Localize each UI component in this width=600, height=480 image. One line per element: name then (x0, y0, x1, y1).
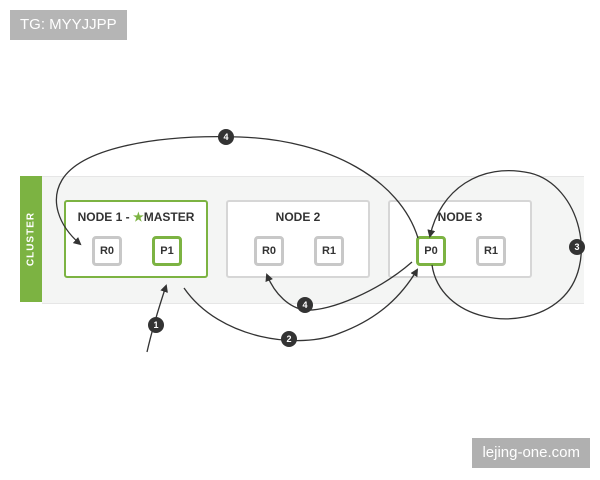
master-label: MASTER (143, 210, 195, 224)
step-label-2: 2 (286, 334, 291, 344)
node-1-title: NODE 1 - ★MASTER (66, 210, 206, 224)
step-badge-1: 1 (148, 317, 164, 333)
corner-label: TG: MYYJJPP (10, 10, 127, 40)
star-icon: ★ (132, 210, 144, 224)
node-2-shard-r1: R1 (314, 236, 344, 266)
step-label-3: 3 (574, 242, 579, 252)
step-label-4a: 4 (302, 300, 307, 310)
arrow-step-2 (183, 268, 419, 342)
node-2: NODE 2 R0 R1 (226, 200, 370, 278)
node-2-shard-r0: R0 (254, 236, 284, 266)
step-badge-2: 2 (281, 331, 297, 347)
node-3-shard-p0: P0 (416, 236, 446, 266)
arrow-step-3 (427, 169, 582, 320)
arrow-step-4-node2 (265, 261, 413, 311)
node-2-title: NODE 2 (275, 210, 321, 224)
cluster-band (20, 176, 42, 302)
node-1: NODE 1 - ★MASTER R0 P1 (64, 200, 208, 278)
step-label-1: 1 (153, 320, 158, 330)
node-3: NODE 3 P0 R1 (388, 200, 532, 278)
node-1-title-prefix: NODE 1 - (77, 210, 133, 224)
arrow-step-4-node1 (55, 136, 419, 246)
node-3-shard-r1: R1 (476, 236, 506, 266)
node-1-shard-r0: R0 (92, 236, 122, 266)
node-3-title: NODE 3 (437, 210, 483, 224)
step-badge-4-node1: 4 (218, 129, 234, 145)
node-1-shard-p1: P1 (152, 236, 182, 266)
step-label-4b: 4 (223, 132, 228, 142)
step-badge-3: 3 (569, 239, 585, 255)
watermark: lejing-one.com (472, 438, 590, 468)
step-badge-4-node2: 4 (297, 297, 313, 313)
